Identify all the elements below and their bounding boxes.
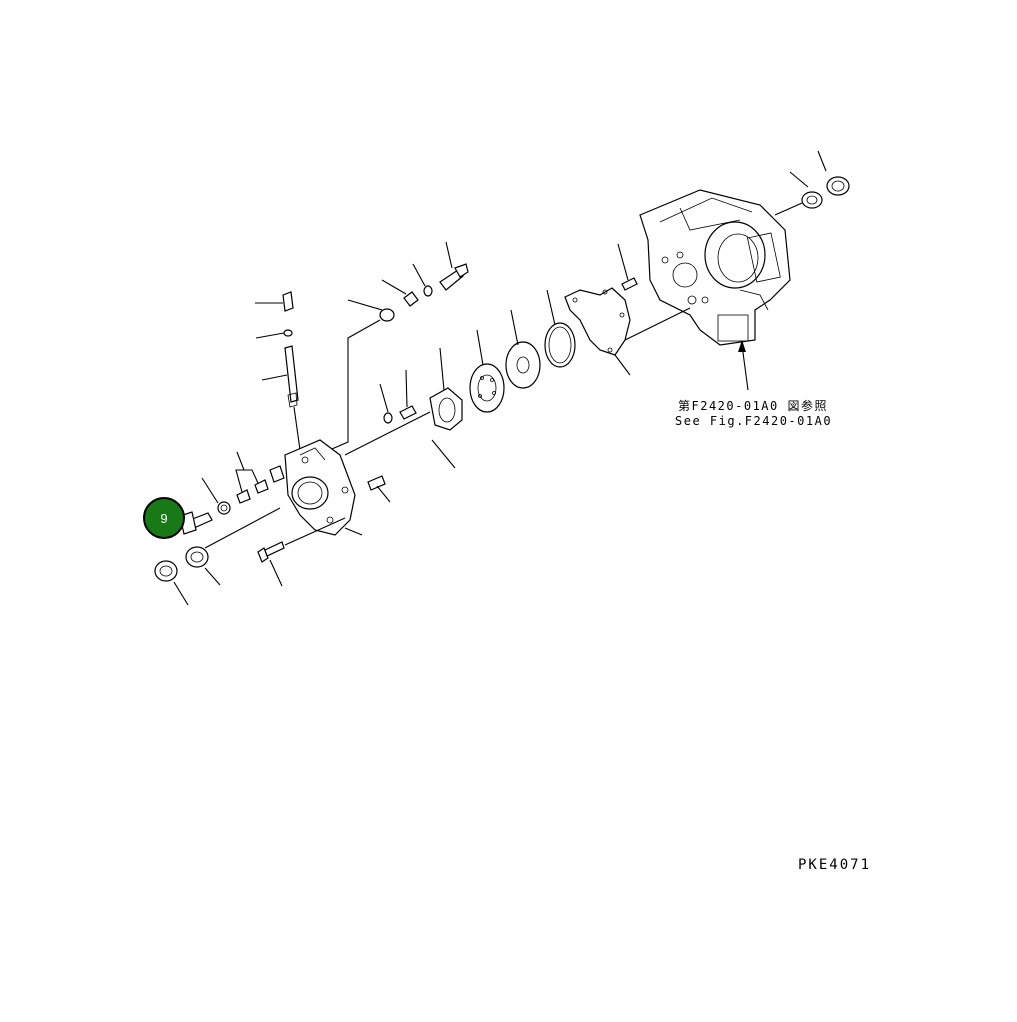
reference-arrow [738, 340, 749, 391]
oil-seal-outer [154, 560, 178, 582]
clutch-disc [469, 363, 505, 413]
reference-note-japanese: 第F2420-01A0 図参照 [678, 399, 828, 413]
friction-plate [505, 341, 541, 389]
dowel-pin-cover [367, 475, 386, 491]
retainer-plate [429, 387, 463, 431]
plug [379, 308, 395, 322]
callout-number: 9 [160, 510, 168, 526]
part-callout-9[interactable]: 9 [143, 497, 185, 539]
oil-seal-upper [826, 176, 850, 196]
bushing-b [254, 479, 269, 494]
transmission-housing [639, 189, 791, 346]
bolt-top [439, 263, 469, 291]
o-ring-small [283, 329, 293, 337]
washer-top [423, 285, 433, 297]
bushing-a [236, 489, 251, 504]
o-ring [544, 322, 576, 368]
oil-seal-left [185, 546, 209, 568]
clamp [403, 291, 419, 307]
dowel-pin-right [621, 277, 638, 291]
reference-note-english: See Fig.F2420-01A0 [675, 414, 833, 428]
dowel-pin [399, 405, 417, 420]
sensor [282, 291, 294, 312]
drawing-code: PKE4071 [798, 857, 872, 873]
front-cover [269, 439, 356, 536]
cover-bolt [257, 541, 285, 563]
spring-pin [383, 412, 393, 424]
shaft [284, 345, 299, 408]
washer-left [217, 501, 231, 515]
oil-seal-lower [801, 191, 823, 209]
